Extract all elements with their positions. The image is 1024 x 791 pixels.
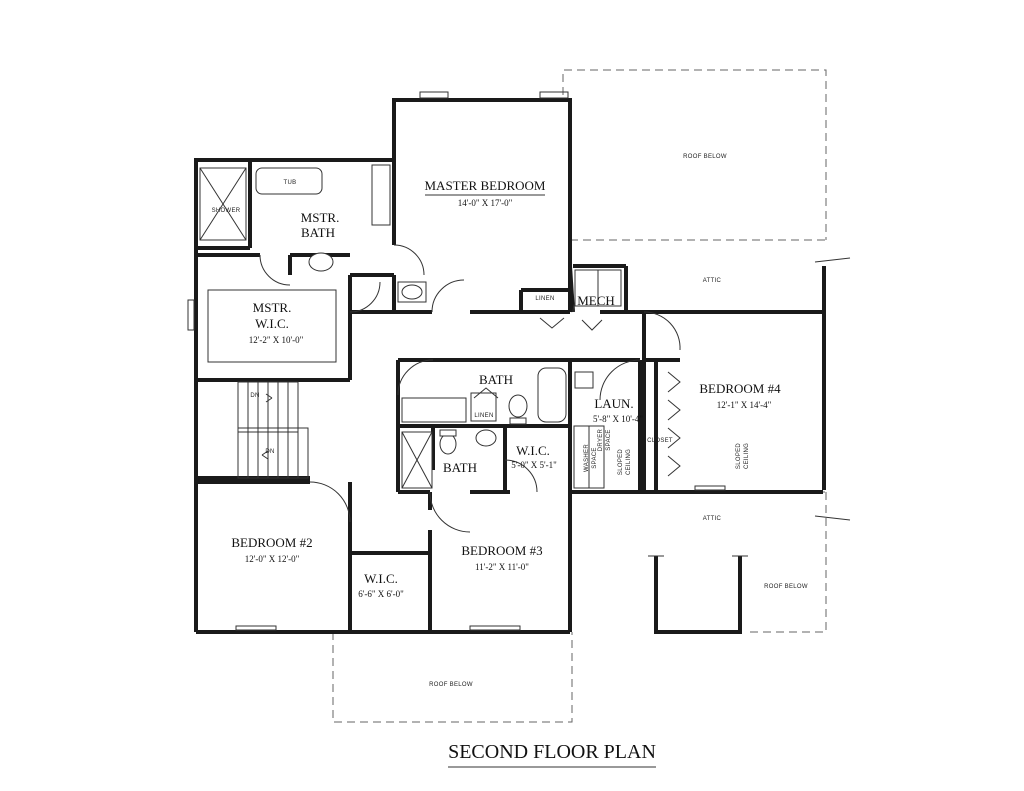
master-bedroom-label: MASTER BEDROOM xyxy=(425,178,546,193)
room-labels: MASTER BEDROOM 14'-0" X 17'-0" MSTR. BAT… xyxy=(231,178,781,599)
bath-upper-label: BATH xyxy=(479,372,513,387)
washer-space: WASHER SPACE xyxy=(584,444,598,472)
washer-space-1: WASHER xyxy=(584,444,590,472)
roof-below-label-2: ROOF BELOW xyxy=(764,584,808,590)
sloped-ceiling-laundry-1: SLOPED xyxy=(618,449,624,476)
attic-label-2: ATTIC xyxy=(703,516,722,522)
sloped-ceiling-laundry-2: CEILING xyxy=(626,449,632,475)
wic-bedroom2-label: W.I.C. xyxy=(364,571,398,586)
roof-below-label-3: ROOF BELOW xyxy=(429,682,473,688)
laundry-label: LAUN. xyxy=(594,396,633,411)
bedroom4-label: BEDROOM #4 xyxy=(699,381,781,396)
closet-label: CLOSET xyxy=(647,438,673,444)
attic-label-1: ATTIC xyxy=(703,278,722,284)
dryer-space-2: SPACE xyxy=(606,429,612,450)
dryer-space: DRYER SPACE xyxy=(598,428,612,451)
washer-space-2: SPACE xyxy=(592,447,598,468)
wic-hall-size: 5'-0" X 5'-1" xyxy=(511,460,557,470)
staircase xyxy=(237,381,309,479)
mstr-bath-label-1: MSTR. xyxy=(301,210,340,225)
annotations: ROOF BELOW ROOF BELOW ROOF BELOW ATTIC A… xyxy=(212,154,808,688)
linen-label-2: LINEN xyxy=(474,413,493,419)
mech-label: MECH xyxy=(577,293,615,308)
sloped-ceiling-bedroom4: SLOPED CEILING xyxy=(736,443,750,470)
bedroom3-label: BEDROOM #3 xyxy=(461,543,542,558)
laundry-size: 5'-8" X 10'-4" xyxy=(593,414,643,424)
roof-below-label-1: ROOF BELOW xyxy=(683,154,727,160)
mstr-wic-label-1: MSTR. xyxy=(253,300,292,315)
walls xyxy=(194,98,680,634)
bedroom4-size: 12'-1" X 14'-4" xyxy=(717,400,772,410)
mstr-wic-size: 12'-2" X 10'-0" xyxy=(249,335,304,345)
plan-title: SECOND FLOOR PLAN xyxy=(448,741,656,763)
bedroom2-size: 12'-0" X 12'-0" xyxy=(245,554,300,564)
wic-bedroom2-size: 6'-6" X 6'-0" xyxy=(358,589,404,599)
sloped-ceiling-bedroom4-2: CEILING xyxy=(744,443,750,469)
linen-label-1: LINEN xyxy=(535,296,554,302)
fixtures xyxy=(187,91,726,631)
tub-label: TUB xyxy=(284,180,297,186)
bath-lower-label: BATH xyxy=(443,460,477,475)
bedroom3-size: 11'-2" X 11'-0" xyxy=(475,562,529,572)
attic-walls xyxy=(570,257,851,634)
bedroom2-label: BEDROOM #2 xyxy=(231,535,312,550)
master-bedroom-size: 14'-0" X 17'-0" xyxy=(458,198,513,208)
mstr-wic-label-2: W.I.C. xyxy=(255,316,289,331)
wic-hall-label: W.I.C. xyxy=(516,443,550,458)
stair-dn-label-1: DN xyxy=(250,393,259,399)
shower-label: SHOWER xyxy=(212,208,241,214)
mstr-bath-label-2: BATH xyxy=(301,225,335,240)
sloped-ceiling-laundry: SLOPED CEILING xyxy=(618,449,632,476)
roof-outlines xyxy=(332,69,827,723)
sloped-ceiling-bedroom4-1: SLOPED xyxy=(736,443,742,470)
stair-dn-label-2: DN xyxy=(265,449,274,455)
dryer-space-1: DRYER xyxy=(598,428,604,451)
